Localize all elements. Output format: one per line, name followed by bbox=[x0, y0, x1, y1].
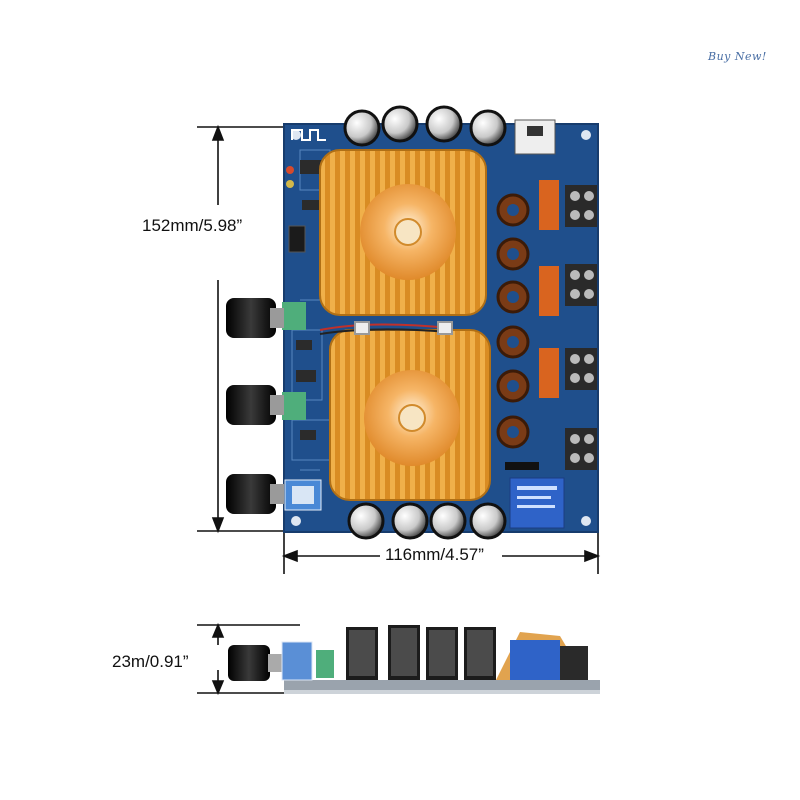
width-dimension-line bbox=[281, 530, 601, 574]
fan-wires bbox=[319, 321, 453, 335]
relay-icon bbox=[509, 477, 565, 529]
capacitor-icon bbox=[343, 105, 507, 540]
smd-components bbox=[286, 160, 322, 440]
bluetooth-icon bbox=[291, 129, 326, 141]
power-switch bbox=[514, 119, 556, 155]
height-dimension-line bbox=[197, 124, 285, 534]
film-capacitors bbox=[539, 180, 559, 398]
inductor-icon bbox=[496, 193, 530, 449]
diode bbox=[505, 462, 539, 470]
terminal-icon bbox=[565, 185, 597, 470]
buy-new-badge: Buy New! bbox=[708, 50, 767, 63]
potentiometers bbox=[282, 302, 322, 511]
fan-icon bbox=[360, 184, 460, 466]
knob-icon bbox=[226, 298, 284, 514]
width-dimension-label: 116mm/4.57” bbox=[385, 545, 484, 564]
thickness-dimension-line bbox=[197, 622, 300, 696]
thickness-dimension-label: 23m/0.91” bbox=[112, 652, 189, 671]
height-dimension-label: 152mm/5.98” bbox=[142, 216, 243, 235]
side-view-board bbox=[228, 625, 600, 694]
audio-jack bbox=[288, 225, 306, 253]
